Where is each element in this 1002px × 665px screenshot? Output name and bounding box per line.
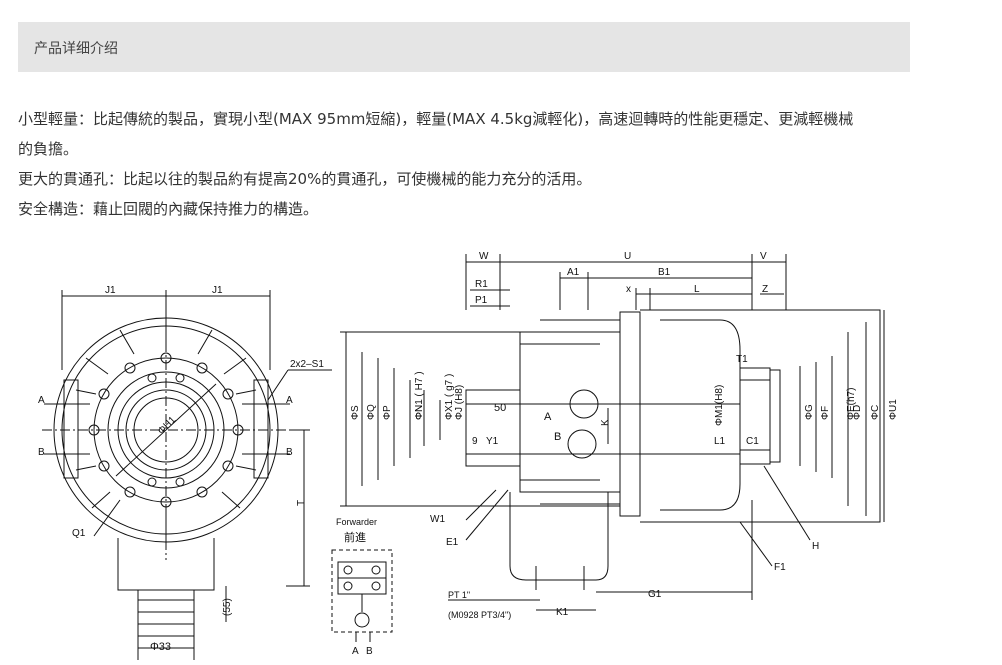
label-forwarder-b: B [366,646,373,657]
label-t1: T1 [736,354,748,365]
label-f1: F1 [774,562,786,573]
label-a-right: A [286,395,293,406]
label-phi-m1: ΦM1(H8) [714,385,725,426]
label-c1: C1 [746,436,759,447]
label-phi-f: ΦF [820,406,831,420]
label-k: K [600,419,611,426]
label-55: (55) [222,598,233,616]
description-line: 更大的貫通孔：比起以往的製品約有提高20%的貫通孔，可使機械的能力充分的活用。 [18,170,592,188]
label-x: x [626,284,631,295]
description-line: 小型輕量：比起傳統的製品，實現小型(MAX 95mm短縮)，輕量(MAX 4.5… [18,110,854,128]
label-pt2: (M0928 PT3/4") [448,610,511,620]
label-nine: 9 [472,436,478,447]
forwarder-subtitle: 前進 [344,530,366,544]
label-phi-g: ΦG [804,404,815,420]
label-phi-n: ΦN [414,405,425,420]
label-j1-right: J1 [212,285,223,296]
label-r1: R1 [475,279,488,290]
label-u: U [624,251,631,262]
label-k1: K1 [556,607,569,618]
label-y1: Y1 [486,436,499,447]
label-forwarder-a: A [352,646,359,657]
label-phi-q: ΦQ [366,404,377,420]
label-j1-left: J1 [105,285,116,296]
side-view [340,254,885,611]
label-w1: W1 [430,514,445,525]
label-h: H [812,541,819,552]
label-t: T [296,500,307,506]
label-g1: G1 [648,589,662,600]
label-a-port: A [544,411,552,423]
label-b-port: B [554,431,561,443]
label-phi33: Φ33 [150,641,171,653]
label-phi-j: ΦJ (H8) [454,385,465,420]
description-line: 的負擔。 [18,140,79,158]
label-b-left: B [38,447,45,458]
label-v: V [760,251,767,262]
label-w: W [479,251,489,262]
forwarder-schematic [331,549,393,642]
label-phi-d: ΦD [852,405,863,420]
label-e1: E1 [446,537,459,548]
label-phi-c: ΦC [870,405,881,420]
label-pt1: PT 1" [448,590,470,600]
forwarder-title: Forwarder [336,517,377,527]
label-b-right: B [286,447,293,458]
description-line: 安全構造：藉止回閥的內藏保持推力的構造。 [18,200,319,218]
label-phi-p: ΦP [382,405,393,420]
technical-drawing: J1 J1 ΦH1 2x2–S1 A A B B Q1 T (55) Φ33 F… [38,251,899,660]
label-50: 50 [494,402,506,414]
label-phi-u1: ΦU1 [888,399,899,420]
label-l: L [694,284,700,295]
label-b1: B1 [658,267,671,278]
label-q1: Q1 [72,528,86,539]
label-phi-s: ΦS [350,405,361,420]
label-s1: 2x2–S1 [290,359,324,370]
label-phi-x1: ΦX1 ( g7 ) [444,374,455,420]
product-description: 小型輕量：比起傳統的製品，實現小型(MAX 95mm短縮)，輕量(MAX 4.5… [18,104,910,224]
label-phi-e: ΦE(h7) [846,388,857,420]
label-a-left: A [38,395,45,406]
front-view [42,290,332,660]
label-l1: L1 [714,436,726,447]
section-header: 产品详细介绍 [18,22,910,72]
label-p1: P1 [475,295,488,306]
drawing-labels: J1 J1 ΦH1 2x2–S1 A A B B Q1 T (55) Φ33 F… [38,251,899,657]
label-phi-n1: ΦN1 ( H7 ) [414,371,425,420]
label-a1: A1 [567,267,580,278]
label-phi-h1: ΦH1 [156,414,179,437]
label-z: Z [762,284,768,295]
section-title: 产品详细介绍 [34,41,118,57]
